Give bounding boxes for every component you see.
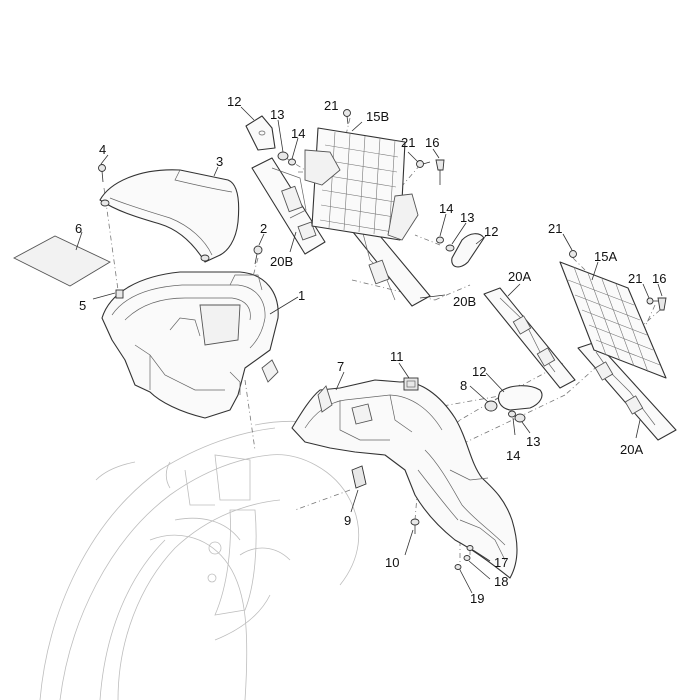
callout-20b-middle: 20B bbox=[453, 294, 476, 309]
callout-labels: 1 2 3 4 5 6 7 8 9 10 11 12 12 12 13 13 1… bbox=[75, 94, 666, 606]
callout-20a-lower: 20A bbox=[620, 442, 643, 457]
callout-14-middle: 14 bbox=[439, 201, 453, 216]
callout-14-top: 14 bbox=[291, 126, 305, 141]
callout-21-upper: 21 bbox=[401, 135, 415, 150]
callout-8: 8 bbox=[460, 378, 467, 393]
callout-18: 18 bbox=[494, 574, 508, 589]
callout-13-lower: 13 bbox=[526, 434, 540, 449]
callout-12-lower: 12 bbox=[472, 364, 486, 379]
callout-12-top: 12 bbox=[227, 94, 241, 109]
callout-9: 9 bbox=[344, 513, 351, 528]
part-11-clip bbox=[403, 377, 419, 391]
callout-2: 2 bbox=[260, 221, 267, 236]
callout-20a-upper: 20A bbox=[508, 269, 531, 284]
callout-10: 10 bbox=[385, 555, 399, 570]
callout-19: 19 bbox=[470, 591, 484, 606]
callout-3: 3 bbox=[216, 154, 223, 169]
scooter-body-outline bbox=[39, 420, 361, 700]
callout-13-top: 13 bbox=[270, 107, 284, 122]
part-20a-bracket-b bbox=[577, 341, 677, 441]
part-12-plate-lower bbox=[497, 385, 543, 411]
callout-13-middle: 13 bbox=[460, 210, 474, 225]
callout-15a: 15A bbox=[594, 249, 617, 264]
part-1-storage-box bbox=[101, 271, 279, 419]
part-15b-plate-holder bbox=[304, 127, 419, 241]
part-20a-bracket-a bbox=[483, 287, 576, 389]
callout-21-right: 21 bbox=[548, 221, 562, 236]
callout-6: 6 bbox=[75, 221, 82, 236]
part-3-lid bbox=[99, 169, 240, 263]
callout-12-middle: 12 bbox=[484, 224, 498, 239]
part-20b-bracket-a bbox=[251, 157, 326, 255]
callout-15b: 15B bbox=[366, 109, 389, 124]
callout-17: 17 bbox=[494, 555, 508, 570]
part-12-plate-top bbox=[245, 115, 276, 151]
callout-7: 7 bbox=[337, 359, 344, 374]
callout-21-far-right: 21 bbox=[628, 271, 642, 286]
part-20b-bracket-b bbox=[344, 211, 431, 307]
part-7-mudguard bbox=[291, 379, 518, 579]
callout-20b-left: 20B bbox=[270, 254, 293, 269]
part-12-plate-middle bbox=[451, 233, 485, 268]
callout-11: 11 bbox=[390, 349, 404, 364]
callout-5: 5 bbox=[79, 298, 86, 313]
callout-1: 1 bbox=[298, 288, 305, 303]
fasteners bbox=[98, 109, 667, 570]
callout-16-upper: 16 bbox=[425, 135, 439, 150]
callout-16-right: 16 bbox=[652, 271, 666, 286]
part-9-clip bbox=[351, 465, 367, 489]
callout-4: 4 bbox=[99, 142, 106, 157]
leader-lines bbox=[75, 106, 663, 594]
part-6-sheet bbox=[13, 235, 111, 287]
callout-21-top: 21 bbox=[324, 98, 338, 113]
part-15a-plate-holder bbox=[559, 261, 667, 379]
callout-14-lower: 14 bbox=[506, 448, 520, 463]
